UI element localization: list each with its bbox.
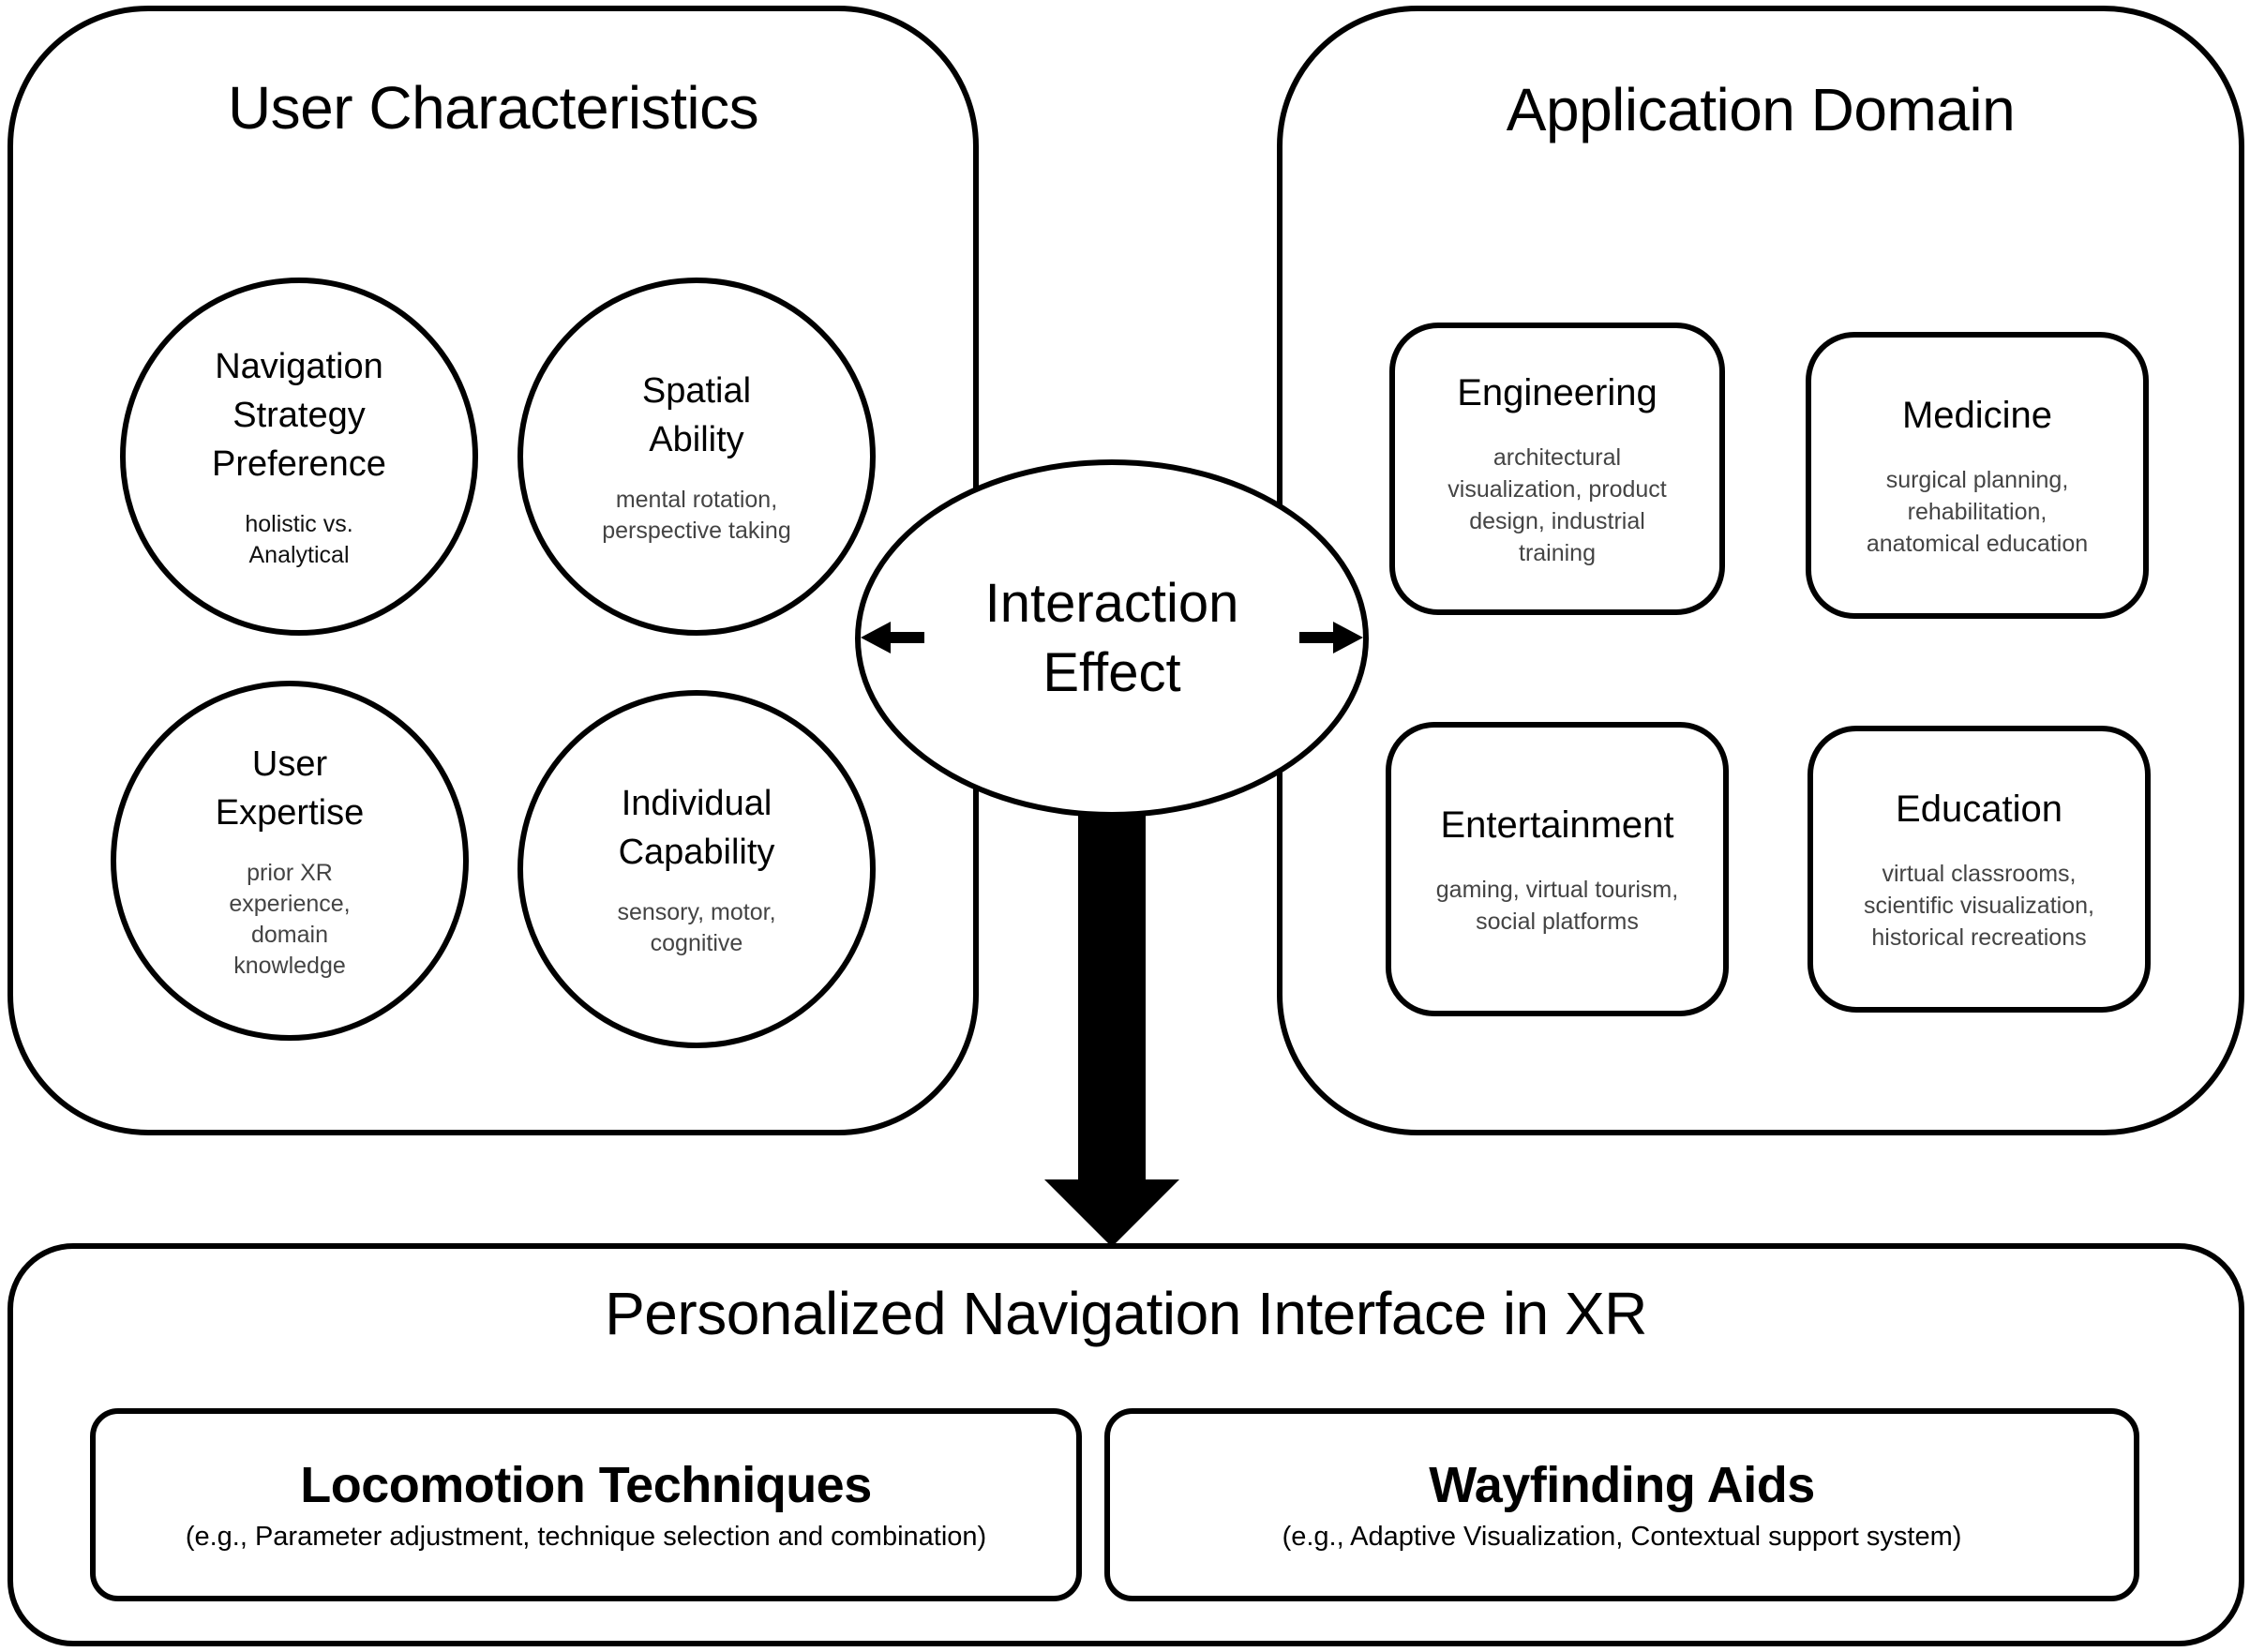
factor-detail: holistic vs. Analytical — [245, 511, 353, 568]
domain-engineering: Engineering architectural visualization,… — [1389, 323, 1725, 615]
component-title: Wayfinding Aids — [1429, 1457, 1815, 1513]
domain-title: Engineering — [1457, 372, 1658, 413]
factor-navigation-strategy-preference: Navigation Strategy Preference holistic … — [120, 278, 478, 636]
domain-detail: gaming, virtual tourism, social platform… — [1435, 877, 1679, 935]
factor-title: Individual Capability — [618, 784, 775, 872]
component-title: Locomotion Techniques — [300, 1457, 872, 1513]
arrow-down-head — [1044, 1179, 1179, 1247]
interaction-effect-node: Interaction Effect — [855, 459, 1369, 818]
arrow-down-icon — [1044, 788, 1179, 1247]
component-wayfinding-aids: Wayfinding Aids (e.g., Adaptive Visualiz… — [1104, 1408, 2139, 1601]
factor-title: Spatial Ability — [641, 371, 752, 459]
domain-detail: surgical planning, rehabilitation, anato… — [1866, 467, 2089, 557]
domain-medicine: Medicine surgical planning, rehabilitati… — [1806, 332, 2149, 619]
factor-user-expertise: User Expertise prior XR experience, doma… — [111, 681, 469, 1041]
arrow-left-icon — [861, 622, 924, 653]
factor-individual-capability: Individual Capability sensory, motor, co… — [518, 690, 876, 1048]
factor-detail: sensory, motor, cognitive — [617, 899, 776, 956]
arrow-down-shaft — [1078, 788, 1146, 1179]
factor-title: Navigation Strategy Preference — [212, 347, 386, 484]
domain-title: Medicine — [1901, 395, 2053, 436]
factor-spatial-ability: Spatial Ability mental rotation, perspec… — [518, 278, 876, 636]
domain-detail: architectural visualization, product des… — [1448, 444, 1667, 566]
component-locomotion-techniques: Locomotion Techniques (e.g., Parameter a… — [90, 1408, 1082, 1601]
component-detail: (e.g., Parameter adjustment, technique s… — [185, 1522, 987, 1552]
arrow-right-icon — [1299, 622, 1363, 653]
factor-detail: mental rotation, perspective taking — [602, 487, 791, 544]
factor-detail: prior XR experience, domain knowledge — [229, 860, 351, 979]
domain-entertainment: Entertainment gaming, virtual tourism, s… — [1386, 722, 1729, 1016]
component-detail: (e.g., Adaptive Visualization, Contextua… — [1282, 1522, 1962, 1552]
domain-title: Education — [1896, 788, 2062, 830]
domain-detail: virtual classrooms, scientific visualiza… — [1864, 861, 2094, 951]
factor-title: User Expertise — [215, 744, 365, 833]
personalized-interface-title: Personalized Navigation Interface in XR — [605, 1280, 1647, 1347]
interaction-effect-label: Interaction Effect — [984, 573, 1239, 703]
domain-title: Entertainment — [1440, 804, 1674, 846]
user-characteristics-title: User Characteristics — [227, 74, 759, 142]
application-domain-title: Application Domain — [1506, 76, 2016, 143]
domain-education: Education virtual classrooms, scientific… — [1808, 726, 2151, 1013]
